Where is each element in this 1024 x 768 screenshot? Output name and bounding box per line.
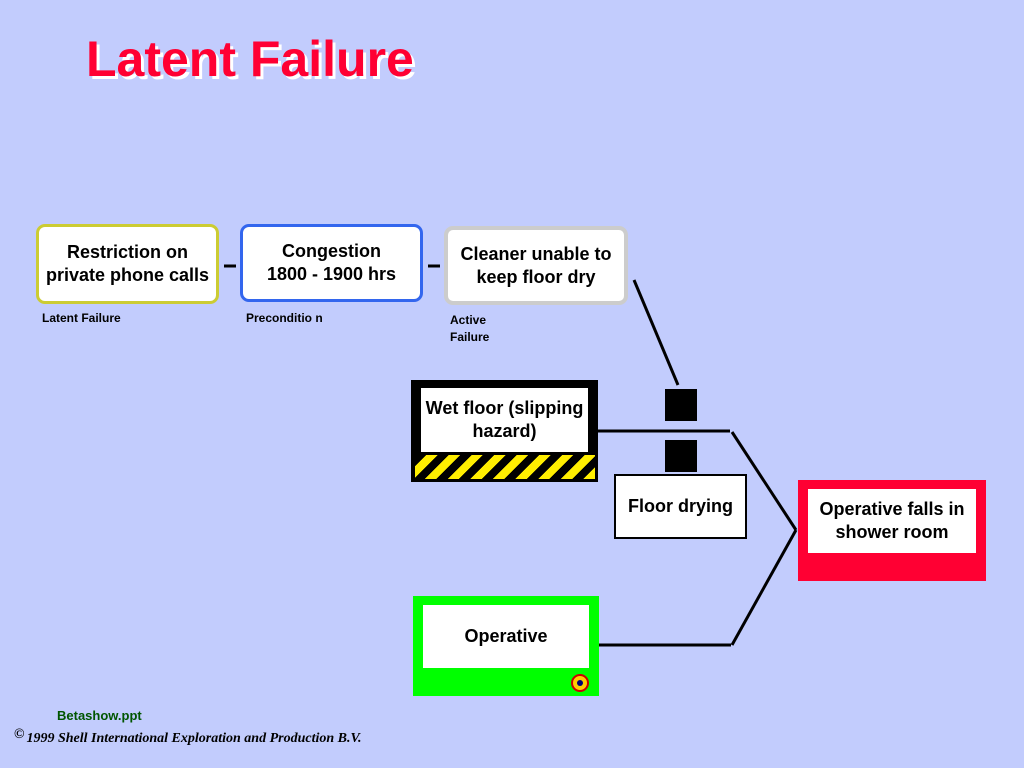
floor-drying-box: Floor drying xyxy=(614,474,747,539)
footer-filename: Betashow.ppt xyxy=(57,708,142,723)
hazard-stripes xyxy=(415,455,595,479)
active-failure-label: Active Failure xyxy=(450,313,490,344)
copyright-icon: © xyxy=(14,727,25,742)
target-icon xyxy=(571,674,589,692)
active-failure-text: Cleaner unable to keep floor dry xyxy=(460,243,612,287)
connector-to-outcome-upper xyxy=(730,431,798,531)
operative-box: Operative xyxy=(423,605,589,668)
outcome-text: Operative falls in shower room xyxy=(819,499,965,542)
barrier-block-lower xyxy=(665,440,697,472)
precondition-text-line1: Congestion xyxy=(282,241,381,261)
operative-text: Operative xyxy=(464,626,548,646)
outcome-box: Operative falls in shower room xyxy=(808,489,976,553)
precondition-box: Congestion 1800 - 1900 hrs xyxy=(240,224,423,302)
active-failure-box: Cleaner unable to keep floor dry xyxy=(444,226,628,305)
barrier-block-upper xyxy=(665,389,697,421)
wet-floor-box: Wet floor (slipping hazard) xyxy=(421,388,588,452)
latent-failure-box: Restriction on private phone calls xyxy=(36,224,219,304)
floor-drying-text: Floor drying xyxy=(628,496,733,516)
precondition-label: Preconditio n xyxy=(246,311,323,325)
copyright-text: 1999 Shell International Exploration and… xyxy=(26,731,362,746)
connector-to-outcome-lower xyxy=(730,529,798,646)
latent-failure-text: Restriction on private phone calls xyxy=(45,242,210,285)
latent-failure-label: Latent Failure xyxy=(42,311,121,325)
footer-copyright: ©1999 Shell International Exploration an… xyxy=(14,727,362,747)
precondition-text-line2: 1800 - 1900 hrs xyxy=(266,264,397,284)
slide-title: Latent Failure xyxy=(86,31,414,87)
connector-active-down xyxy=(632,279,680,386)
wet-floor-text: Wet floor (slipping hazard) xyxy=(425,398,584,441)
